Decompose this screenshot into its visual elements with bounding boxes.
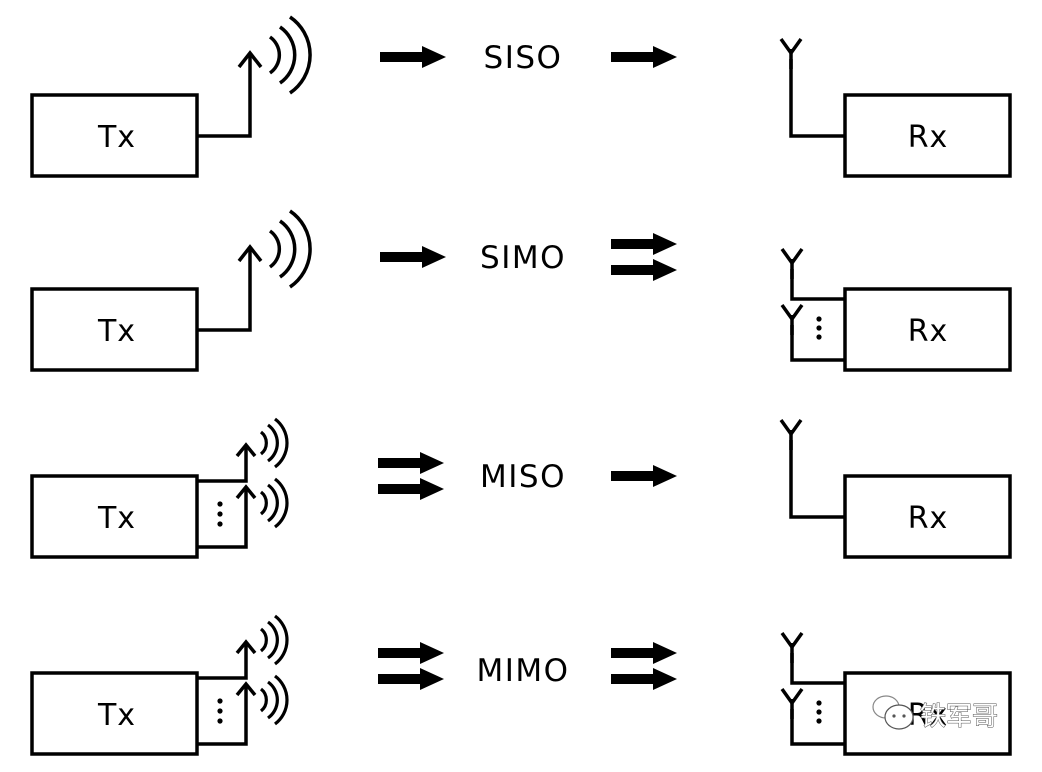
tx-block: Tx [30, 417, 289, 559]
right-arrow-icon [611, 233, 677, 255]
rx-block: Rx [779, 418, 1012, 559]
left-arrow-icon [378, 642, 444, 664]
tx-antenna [197, 488, 248, 549]
ellipsis-dot [816, 325, 822, 331]
tx-box [30, 93, 199, 178]
rx-label: Rx [908, 314, 949, 349]
radio-waves-icon [259, 614, 289, 666]
antenna-icon [780, 687, 804, 721]
radio-waves-icon [268, 209, 312, 289]
tx-antenna [197, 446, 248, 483]
left-arrow-icon [380, 46, 446, 68]
right-arrow-icon [611, 46, 677, 68]
tx-label: Tx [97, 698, 136, 733]
tx-antenna-arrowhead [235, 442, 257, 458]
antenna-icon [779, 418, 803, 452]
ellipsis-dot [816, 709, 822, 715]
ellipsis-dot [217, 521, 223, 527]
left-arrow-icon [380, 246, 446, 268]
tx-antenna-arrowhead [237, 50, 263, 69]
row-siso: Tx SISO Rx [30, 15, 1012, 178]
ellipsis-dot [816, 700, 822, 706]
right-arrow-icon [611, 259, 677, 281]
tx-label: Tx [97, 120, 136, 155]
tx-antenna [197, 249, 252, 332]
tx-block: Tx [30, 614, 289, 756]
radio-waves-icon [268, 15, 312, 95]
watermark-text: 铁军哥 [920, 702, 998, 732]
rx-box [843, 287, 1012, 372]
ellipsis-dot [816, 718, 822, 724]
ellipsis-dot [217, 708, 223, 714]
ellipsis-dot [217, 501, 223, 507]
antenna-icon [779, 37, 803, 71]
ellipsis-dot [217, 718, 223, 724]
rx-block: Rx [780, 247, 1012, 372]
ellipsis-dot [217, 511, 223, 517]
radio-waves-icon [259, 674, 289, 726]
right-arrow-icon [611, 465, 677, 487]
antenna-icon [780, 631, 804, 665]
ellipsis-dot [816, 316, 822, 322]
rx-antenna [790, 653, 845, 685]
tx-box [30, 287, 199, 372]
left-arrow-icon [378, 452, 444, 474]
watermark: 铁军哥 [872, 695, 999, 733]
mode-label: MIMO [476, 653, 569, 689]
antenna-icon [780, 247, 804, 281]
tx-block: Tx [30, 15, 312, 178]
tx-antenna-arrowhead [237, 244, 263, 263]
left-arrow-icon [378, 478, 444, 500]
left-arrow-icon [378, 668, 444, 690]
rx-antenna [789, 440, 845, 519]
tx-antenna-arrowhead [235, 681, 257, 697]
rx-block: Rx [779, 37, 1012, 178]
rx-box [843, 671, 1012, 756]
row-simo: Tx SIMO Rx [30, 209, 1012, 372]
ellipsis-dot [217, 698, 223, 704]
tx-antenna [197, 643, 248, 680]
mode-label: SISO [484, 40, 563, 76]
wechat-icon [872, 695, 914, 730]
tx-antenna-arrowhead [235, 639, 257, 655]
row-miso: Tx MISO Rx [30, 417, 1012, 559]
radio-waves-icon [259, 477, 289, 529]
rx-label: Rx [908, 698, 949, 733]
ellipsis-dot [816, 334, 822, 340]
rx-box [843, 474, 1012, 559]
tx-label: Tx [97, 314, 136, 349]
rx-antenna [790, 269, 845, 301]
tx-box [30, 671, 199, 756]
mode-label: SIMO [480, 240, 566, 276]
right-arrow-icon [611, 668, 677, 690]
tx-antenna [197, 685, 248, 746]
tx-label: Tx [97, 501, 136, 536]
tx-antenna-arrowhead [235, 484, 257, 500]
rx-antenna [790, 709, 845, 746]
tx-box [30, 474, 199, 559]
tx-antenna [197, 55, 252, 138]
rx-antenna [789, 59, 845, 138]
right-arrow-icon [611, 642, 677, 664]
radio-waves-icon [259, 417, 289, 469]
row-mimo: Tx MIMO Rx [30, 614, 1012, 756]
rx-block: Rx [780, 631, 1012, 756]
mode-label: MISO [480, 459, 566, 495]
antenna-icon [780, 303, 804, 337]
rx-label: Rx [908, 501, 949, 536]
tx-block: Tx [30, 209, 312, 372]
rx-antenna [790, 325, 845, 362]
rx-label: Rx [908, 120, 949, 155]
